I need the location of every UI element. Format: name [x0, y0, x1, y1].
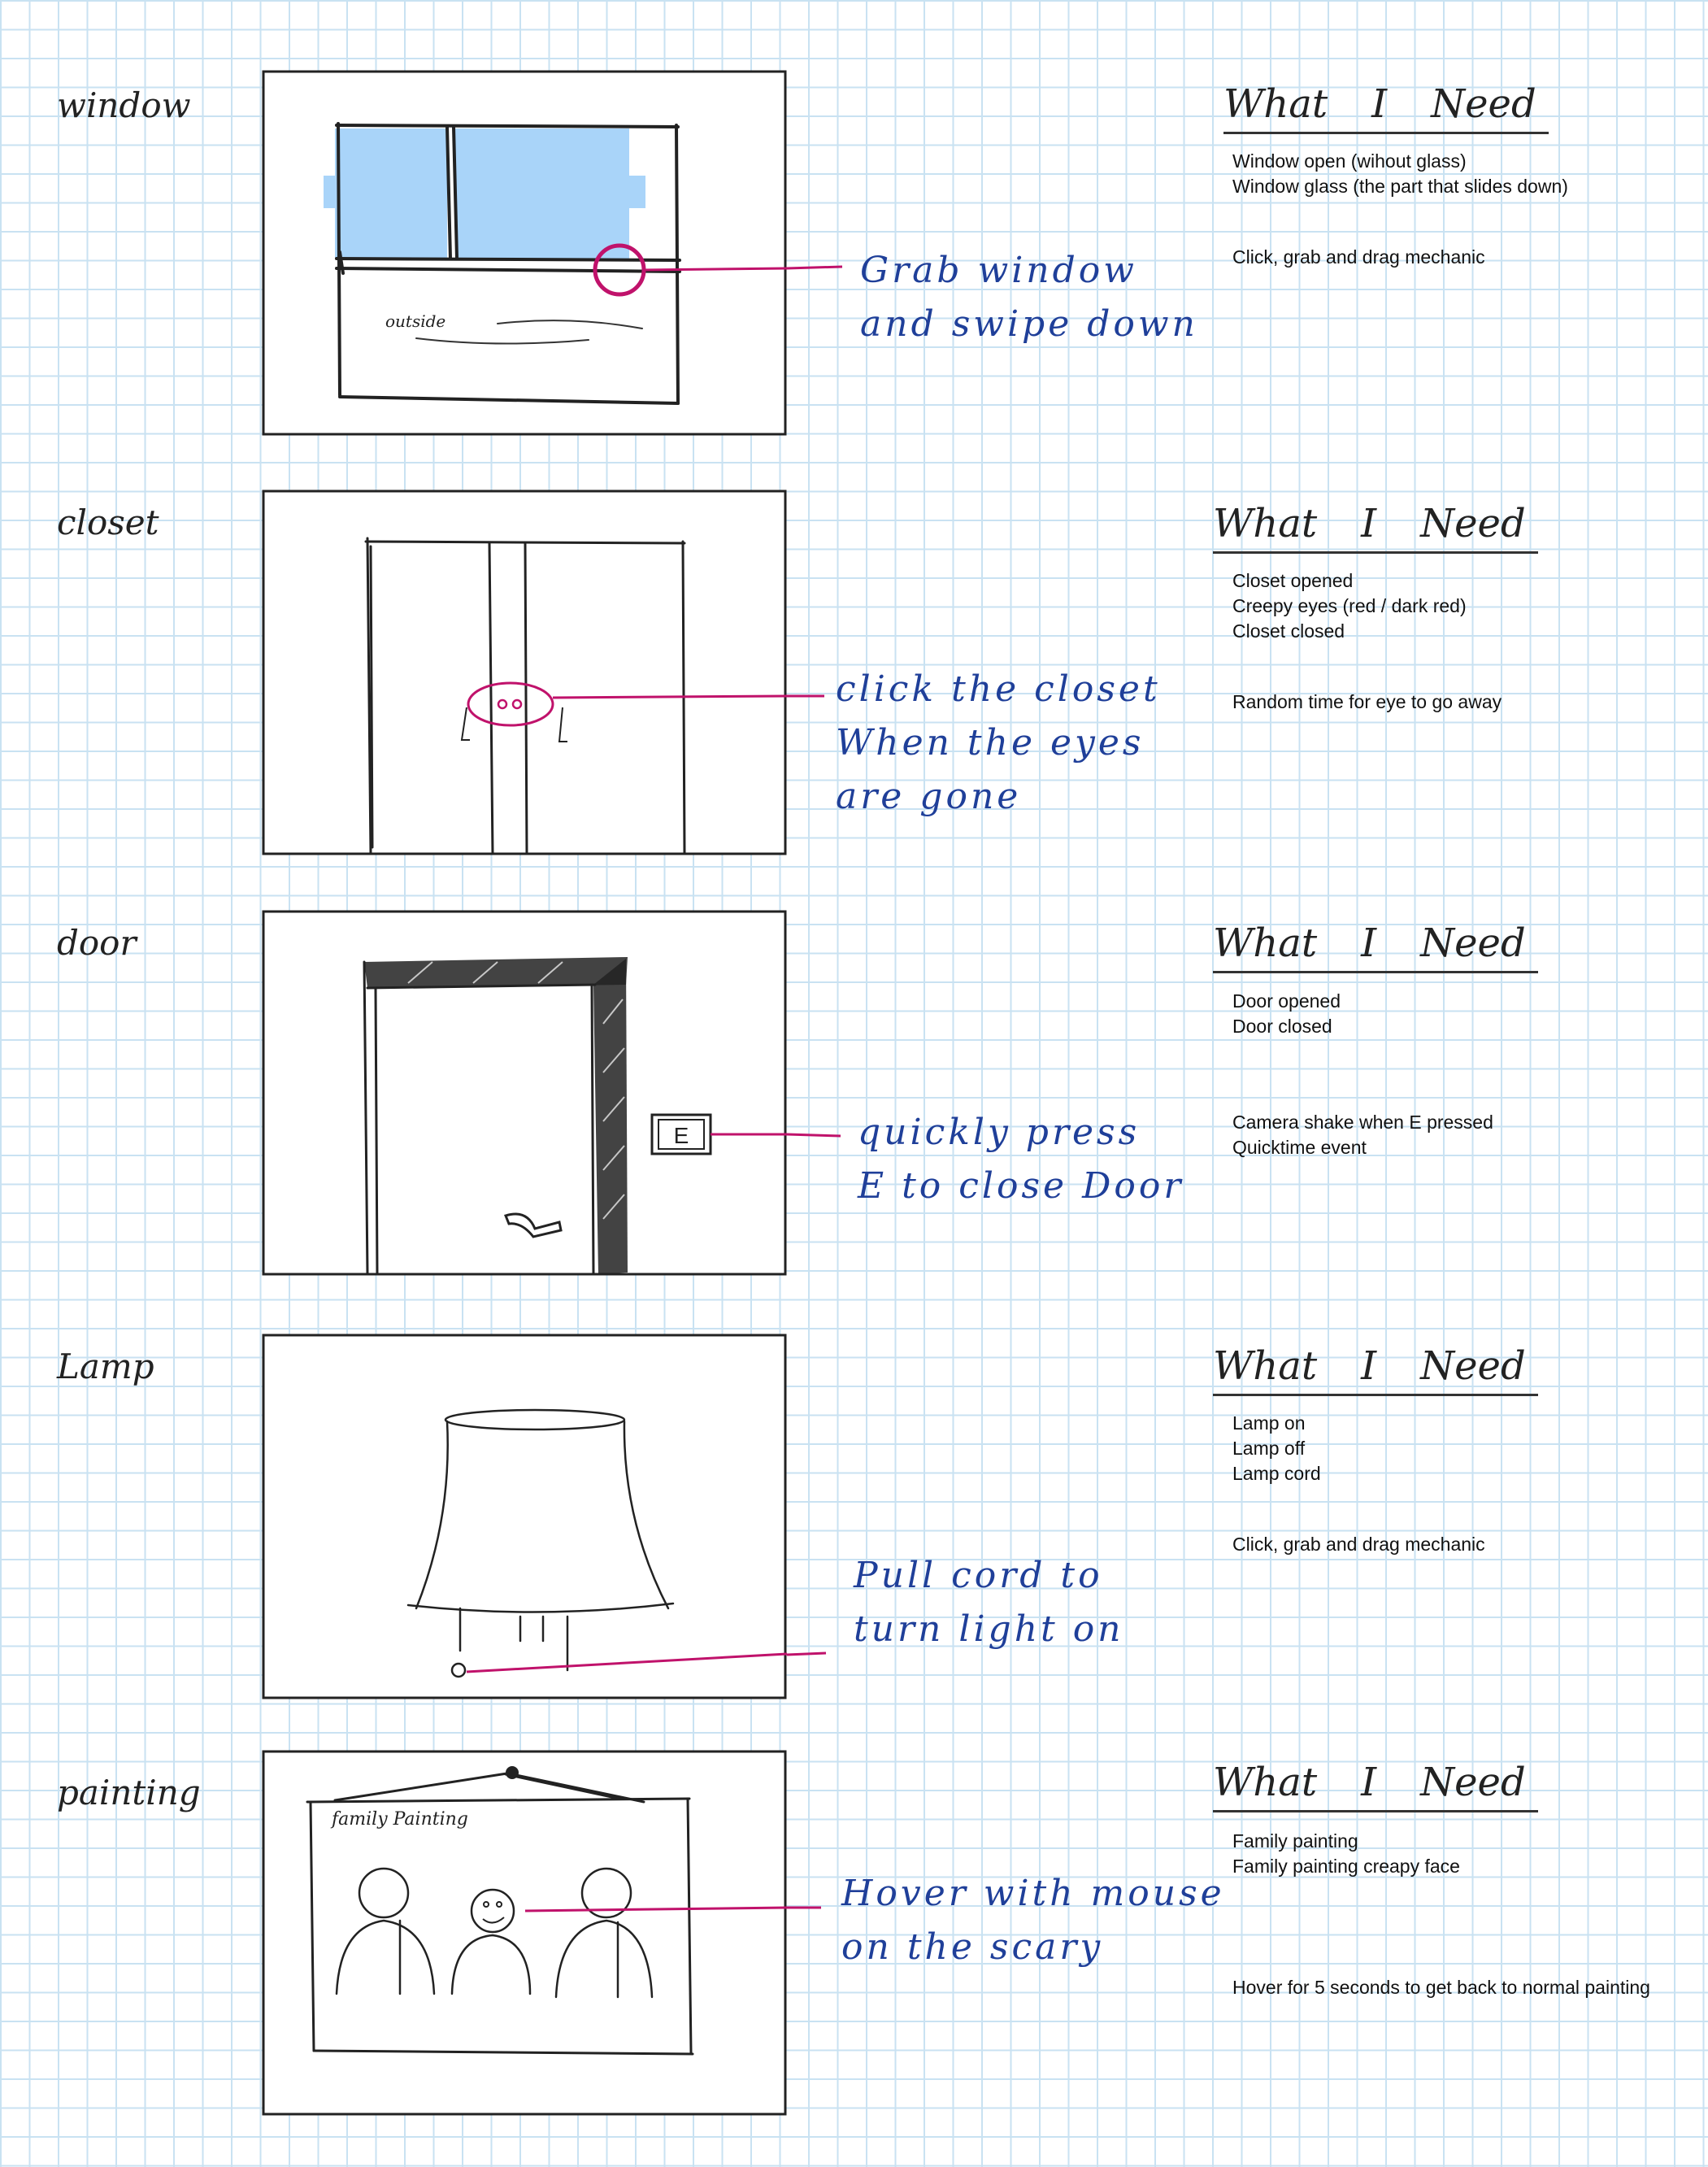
window-asset-1: Window open (wihout glass): [1232, 149, 1568, 174]
painting-instruction-line-1: Hover with mouse: [841, 1867, 1225, 1921]
header-word-i: I: [1361, 1343, 1376, 1389]
header-word-i: I: [1361, 501, 1376, 546]
closet-instruction: click the closet When the eyes are gone: [836, 663, 1161, 824]
door-pointer-line: [787, 1128, 844, 1144]
what-i-need-header-window: What I Need: [1223, 81, 1549, 134]
what-i-need-header-closet: What I Need: [1213, 501, 1538, 554]
window-glass-left: [335, 128, 447, 259]
window-instruction-line-2: and swipe down: [860, 298, 1198, 351]
header-word-need: Need: [1420, 920, 1526, 966]
painting-instruction-line-2: on the scary: [841, 1921, 1225, 1974]
window-mechanic-1: Click, grab and drag mechanic: [1232, 245, 1568, 270]
header-word-i: I: [1361, 920, 1376, 966]
closet-asset-2: Creepy eyes (red / dark red): [1232, 594, 1502, 619]
lamp-instruction-line-1: Pull cord to: [854, 1549, 1124, 1603]
painting-asset-1: Family painting: [1232, 1829, 1650, 1854]
door-instruction-line-2: E to close Door: [858, 1160, 1184, 1213]
window-sketch: outside: [262, 70, 787, 436]
window-pointer-line: [787, 259, 844, 275]
window-needs-list: Window open (wihout glass) Window glass …: [1232, 149, 1568, 270]
lamp-asset-1: Lamp on: [1232, 1411, 1485, 1436]
painting-title-label: family Painting: [330, 1809, 468, 1830]
door-mechanic-1: Camera shake when E pressed: [1232, 1110, 1493, 1135]
header-word-need: Need: [1420, 1760, 1526, 1805]
header-word-what: What: [1223, 81, 1328, 127]
outside-label: outside: [385, 311, 445, 331]
lamp-cord-handle: [452, 1664, 465, 1677]
closet-asset-1: Closet opened: [1232, 568, 1502, 594]
what-i-need-header-door: What I Need: [1213, 920, 1538, 973]
header-word-what: What: [1213, 1343, 1317, 1389]
closet-needs-list: Closet opened Creepy eyes (red / dark re…: [1232, 568, 1502, 715]
door-instruction-line-1: quickly press: [858, 1106, 1184, 1160]
closet-mechanic-1: Random time for eye to go away: [1232, 690, 1502, 715]
section-title-lamp: Lamp: [57, 1347, 154, 1386]
closet-instruction-line-3: are gone: [836, 770, 1161, 824]
door-asset-1: Door opened: [1232, 989, 1493, 1014]
what-i-need-header-painting: What I Need: [1213, 1760, 1538, 1812]
section-title-window: window: [57, 85, 191, 125]
window-asset-2: Window glass (the part that slides down): [1232, 174, 1568, 199]
painting-pointer-line: [787, 1901, 823, 1917]
lamp-asset-3: Lamp cord: [1232, 1461, 1485, 1486]
closet-instruction-line-2: When the eyes: [836, 716, 1161, 770]
window-instruction-line-1: Grab window: [860, 244, 1198, 298]
painting-instruction: Hover with mouse on the scary: [841, 1867, 1225, 1974]
header-word-i: I: [1361, 1760, 1376, 1805]
section-title-painting: painting: [57, 1773, 201, 1812]
closet-asset-3: Closet closed: [1232, 619, 1502, 644]
header-word-need: Need: [1431, 81, 1536, 127]
header-word-need: Need: [1420, 501, 1526, 546]
door-asset-2: Door closed: [1232, 1014, 1493, 1039]
painting-needs-list: Family painting Family painting creapy f…: [1232, 1829, 1650, 2000]
closet-sketch: [262, 490, 787, 855]
header-word-what: What: [1213, 920, 1317, 966]
window-instruction: Grab window and swipe down: [860, 244, 1198, 351]
section-title-door: door: [57, 923, 137, 963]
lamp-mechanic-1: Click, grab and drag mechanic: [1232, 1532, 1485, 1557]
door-sketch: E: [262, 910, 787, 1276]
door-mechanic-2: Quicktime event: [1232, 1135, 1493, 1160]
painting-asset-2: Family painting creapy face: [1232, 1854, 1650, 1879]
painting-sketch: family Painting: [262, 1750, 787, 2116]
what-i-need-header-lamp: What I Need: [1213, 1343, 1538, 1396]
header-word-what: What: [1213, 1760, 1317, 1805]
lamp-instruction: Pull cord to turn light on: [854, 1549, 1124, 1656]
header-word-need: Need: [1420, 1343, 1526, 1389]
lamp-sketch: [262, 1334, 787, 1699]
lamp-instruction-line-2: turn light on: [854, 1603, 1124, 1656]
lamp-pointer-line: [787, 1645, 828, 1661]
lamp-asset-2: Lamp off: [1232, 1436, 1485, 1461]
lamp-needs-list: Lamp on Lamp off Lamp cord Click, grab a…: [1232, 1411, 1485, 1557]
header-word-i: I: [1371, 81, 1387, 127]
e-key-label: E: [674, 1123, 689, 1148]
closet-pointer-line: [787, 690, 828, 706]
painting-hook: [506, 1766, 519, 1779]
door-instruction: quickly press E to close Door: [858, 1106, 1184, 1213]
closet-instruction-line-1: click the closet: [836, 663, 1161, 716]
painting-mechanic-1: Hover for 5 seconds to get back to norma…: [1232, 1975, 1650, 2000]
window-glass-right: [455, 128, 629, 259]
section-title-closet: closet: [57, 503, 159, 542]
door-needs-list: Door opened Door closed Camera shake whe…: [1232, 989, 1493, 1160]
header-word-what: What: [1213, 501, 1317, 546]
